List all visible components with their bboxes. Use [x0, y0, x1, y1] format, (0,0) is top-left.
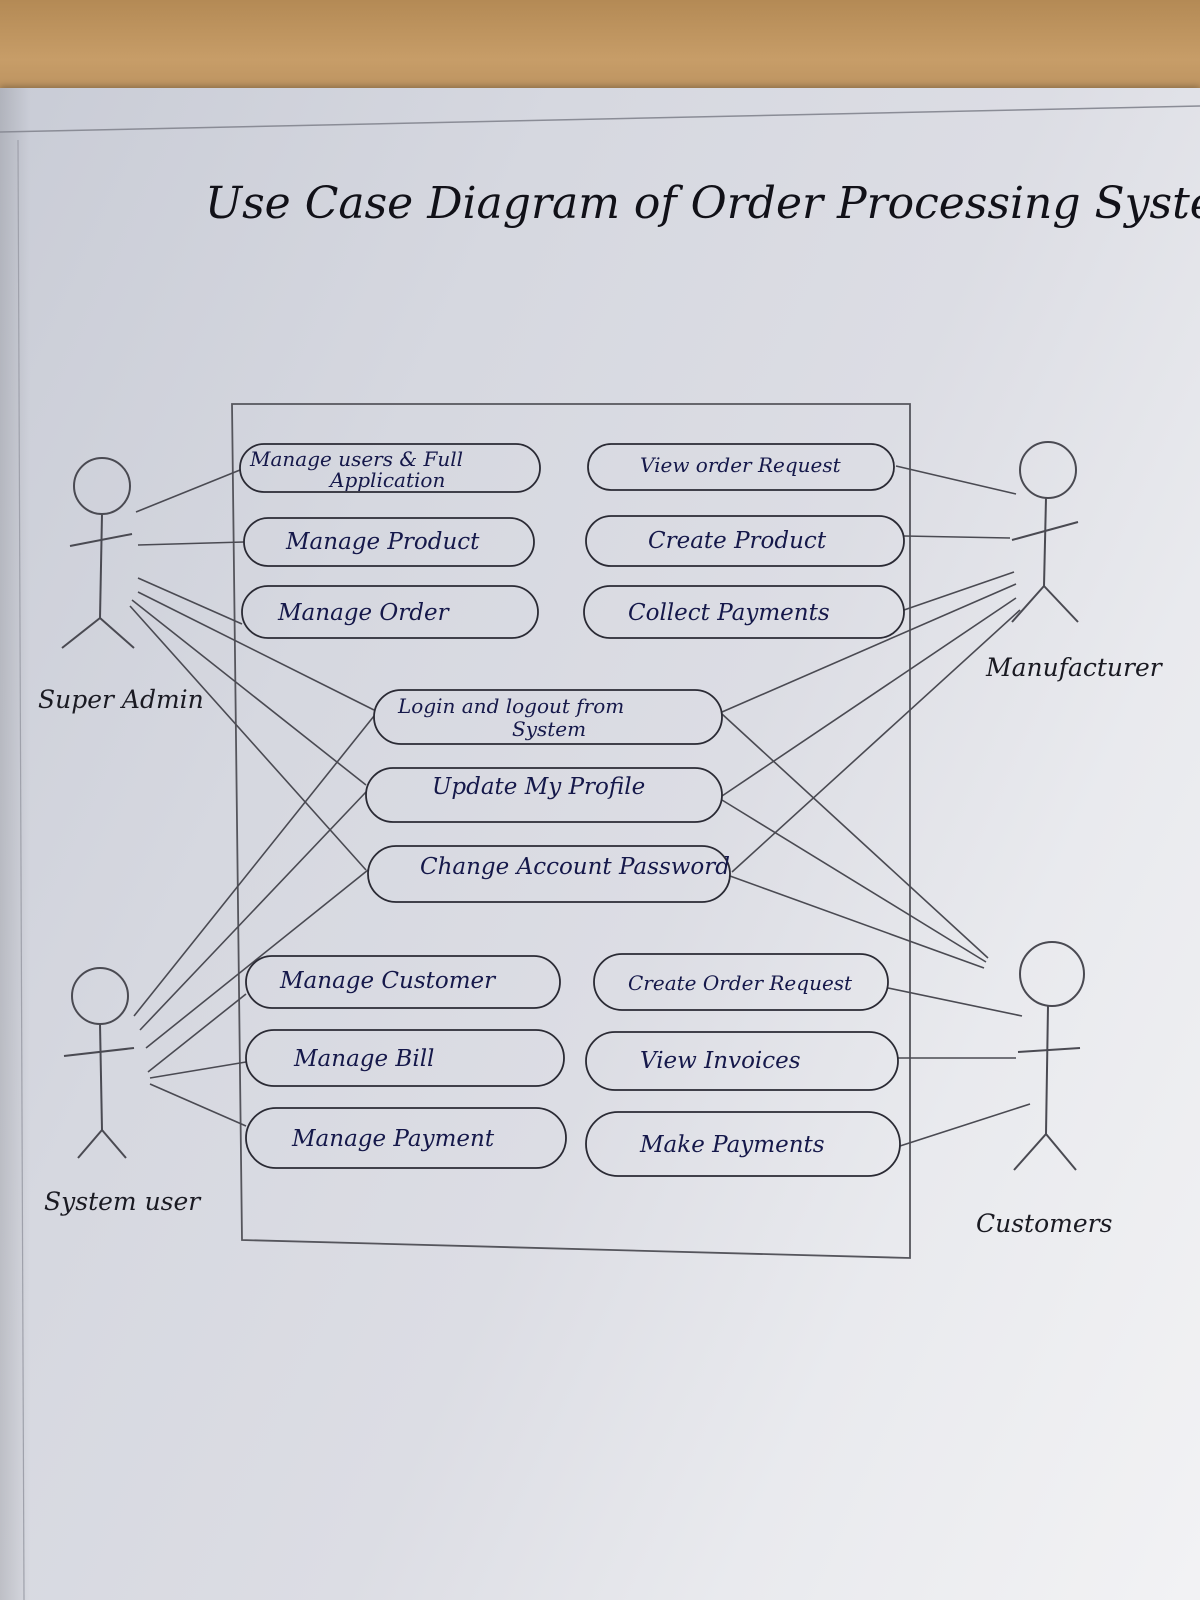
super-admin-associations [129, 469, 375, 871]
svg-text:Manage Bill: Manage Bill [293, 1046, 434, 1072]
use-case-manage-payment: Manage Payment [245, 1107, 567, 1169]
use-case-update-profile: Update My Profile [365, 767, 723, 823]
actor-system-user: System user [44, 967, 202, 1216]
actor-super-admin: Super Admin [38, 457, 204, 714]
svg-text:Application: Application [328, 468, 445, 492]
svg-text:Manage Order: Manage Order [277, 600, 451, 626]
svg-text:View Invoices: View Invoices [640, 1048, 801, 1074]
page-margin-rule [17, 139, 25, 1600]
page-top-rule [0, 105, 1200, 133]
svg-text:Change Account Password: Change Account Password [420, 854, 730, 880]
svg-text:View order Request: View order Request [640, 453, 842, 477]
customers-label: Customers [976, 1209, 1112, 1238]
use-case-manage-bill: Manage Bill [245, 1029, 565, 1087]
system-user-head-icon [71, 967, 129, 1025]
super-admin-label: Super Admin [38, 685, 204, 714]
use-case-manage-users: Manage users & Full Application [239, 443, 541, 493]
system-boundary [231, 403, 911, 1259]
svg-text:Manage Payment: Manage Payment [291, 1126, 495, 1152]
system-user-associations [133, 715, 375, 1127]
use-case-make-payments: Make Payments [585, 1111, 901, 1177]
diagram-title: Use Case Diagram of Order Processing Sys… [205, 178, 1200, 229]
use-case-collect-payments: Collect Payments [583, 585, 905, 639]
manufacturer-associations [721, 465, 1021, 873]
svg-text:Collect Payments: Collect Payments [628, 600, 830, 626]
use-case-manage-product: Manage Product [243, 517, 535, 567]
svg-text:Make Payments: Make Payments [639, 1132, 825, 1158]
actor-manufacturer: Manufacturer [985, 441, 1164, 682]
svg-text:System: System [512, 717, 586, 741]
svg-text:Create Product: Create Product [648, 528, 827, 554]
svg-text:Create Order Request: Create Order Request [628, 971, 853, 995]
customers-associations [721, 713, 1031, 1147]
svg-text:Login and logout from: Login and logout from [397, 694, 624, 718]
super-admin-head-icon [73, 457, 131, 515]
actor-customers: Customers [976, 941, 1112, 1238]
use-case-login-logout: Login and logout from System [373, 689, 723, 745]
svg-text:Manage users & Full: Manage users & Full [249, 447, 463, 471]
use-case-manage-customer: Manage Customer [245, 955, 561, 1009]
svg-text:Manage Product: Manage Product [285, 529, 480, 555]
use-case-change-password: Change Account Password [367, 845, 731, 903]
use-case-create-product: Create Product [585, 515, 905, 567]
svg-text:Manage Customer: Manage Customer [279, 968, 497, 994]
use-case-manage-order: Manage Order [241, 585, 539, 639]
manufacturer-label: Manufacturer [985, 653, 1164, 682]
manufacturer-head-icon [1019, 441, 1077, 499]
svg-text:Update My Profile: Update My Profile [432, 774, 645, 800]
system-user-label: System user [44, 1187, 202, 1216]
customers-head-icon [1019, 941, 1085, 1007]
use-case-view-invoices: View Invoices [585, 1031, 899, 1091]
use-case-view-order-request: View order Request [587, 443, 895, 491]
use-case-create-order-request: Create Order Request [593, 953, 889, 1011]
